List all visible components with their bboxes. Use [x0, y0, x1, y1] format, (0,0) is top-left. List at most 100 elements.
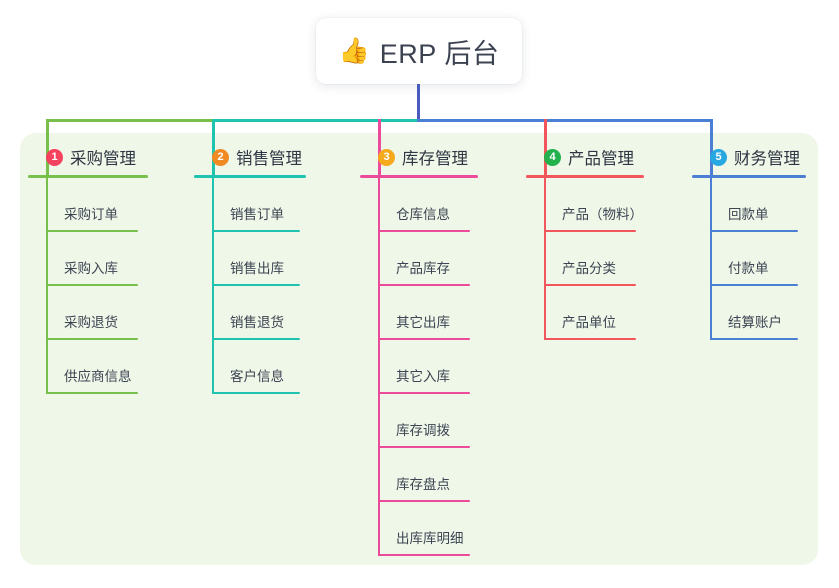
branch-underline [360, 175, 478, 178]
branch-item[interactable]: 出库库明细 [378, 502, 470, 556]
branch-item-list: 产品（物料） 产品分类产品单位 [544, 178, 643, 340]
branch-item-label: 销售订单 [230, 207, 284, 222]
branch-item-label: 付款单 [728, 261, 769, 276]
branch-item[interactable]: 客户信息 [212, 340, 300, 394]
branch-item-underline [46, 338, 138, 340]
branch-item-label: 销售出库 [230, 261, 284, 276]
branch-item[interactable]: 采购订单 [46, 178, 138, 232]
branch-item-label: 库存调拨 [396, 423, 450, 438]
connector-segment-2 [212, 119, 419, 122]
branch-item-underline [212, 338, 300, 340]
branch-item[interactable]: 付款单 [710, 232, 798, 286]
branch-item-underline [710, 284, 798, 286]
branch-item[interactable]: 库存盘点 [378, 448, 470, 502]
branch-number-badge: 2 [212, 148, 229, 166]
branch-item-underline [544, 338, 636, 340]
branch-item-underline [710, 230, 798, 232]
branch-item[interactable]: 回款单 [710, 178, 798, 232]
root-node[interactable]: 👍 ERP 后台 [316, 18, 522, 84]
branch-underline [194, 175, 306, 178]
branch-item-label: 结算账户 [728, 315, 782, 330]
branch-item-label: 产品库存 [396, 261, 450, 276]
branch-item-underline [378, 392, 470, 394]
branch-underline [28, 175, 148, 178]
branch-item-underline [378, 338, 470, 340]
branch-item-underline [46, 284, 138, 286]
branch-item-underline [378, 446, 470, 448]
branch-item-label: 其它入库 [396, 369, 450, 384]
branch-item-underline [378, 554, 470, 556]
branch-item[interactable]: 供应商信息 [46, 340, 138, 394]
branch-item[interactable]: 产品（物料） [544, 178, 643, 232]
branch-item[interactable]: 其它出库 [378, 286, 470, 340]
branch-header-1[interactable]: 1 采购管理 [28, 144, 154, 170]
connector-segment-3 [417, 119, 712, 122]
branch-item-underline [212, 284, 300, 286]
branch-underline [526, 175, 644, 178]
branch-item-underline [212, 230, 300, 232]
branch-item-underline [710, 338, 798, 340]
branch-spine [212, 178, 214, 394]
branch-item[interactable]: 销售出库 [212, 232, 300, 286]
root-title: ERP 后台 [379, 38, 500, 69]
branch-item-underline [544, 230, 636, 232]
branch-title: 销售管理 [236, 150, 302, 168]
branch-item-underline [46, 392, 138, 394]
branch-item-underline [378, 500, 470, 502]
branch-item-underline [46, 230, 138, 232]
branch-item-list: 仓库信息产品库存其它出库其它入库库存调拨库存盘点出库库明细 [378, 178, 470, 556]
branch-title: 采购管理 [70, 150, 136, 168]
branch-item[interactable]: 采购退货 [46, 286, 138, 340]
branch-item[interactable]: 销售订单 [212, 178, 300, 232]
branch-item[interactable]: 库存调拨 [378, 394, 470, 448]
connector-segment-1 [46, 119, 214, 122]
branch-item-underline [544, 284, 636, 286]
branch-header-2[interactable]: 2 销售管理 [194, 144, 314, 170]
branch-spine [710, 178, 712, 340]
branch-item-label: 采购退货 [64, 315, 118, 330]
branch-item-label: 库存盘点 [396, 477, 450, 492]
branch-item[interactable]: 产品库存 [378, 232, 470, 286]
branch-spine [378, 178, 380, 556]
branch-title: 产品管理 [568, 150, 634, 168]
branch-number-badge: 1 [46, 148, 63, 166]
branch-item[interactable]: 结算账户 [710, 286, 798, 340]
branch-item[interactable]: 仓库信息 [378, 178, 470, 232]
branch-item-label: 出库库明细 [396, 531, 464, 546]
branch-item[interactable]: 产品分类 [544, 232, 636, 286]
branch-underline [692, 175, 806, 178]
branch-item-underline [378, 230, 470, 232]
branch-item-label: 产品分类 [562, 261, 616, 276]
connector-drop-5 [710, 119, 713, 175]
branch-item[interactable]: 其它入库 [378, 340, 470, 394]
branch-item-label: 采购入库 [64, 261, 118, 276]
branch-item-label: 产品（物料） [562, 207, 643, 222]
branch-spine [544, 178, 546, 340]
branch-item-label: 采购订单 [64, 207, 118, 222]
branch-item-underline [212, 392, 300, 394]
branch-item-label: 回款单 [728, 207, 769, 222]
branch-item-underline [378, 284, 470, 286]
branch-number-badge: 3 [378, 148, 395, 166]
thumbs-up-icon: 👍 [338, 36, 370, 65]
connector-drop-4 [544, 119, 547, 175]
branch-item-list: 销售订单销售出库销售退货客户信息 [212, 178, 300, 394]
branch-item-label: 仓库信息 [396, 207, 450, 222]
branch-item[interactable]: 销售退货 [212, 286, 300, 340]
branch-item[interactable]: 采购入库 [46, 232, 138, 286]
branch-number-badge: 5 [710, 148, 727, 166]
branch-column-2: 2 销售管理销售订单销售出库销售退货客户信息 [194, 144, 314, 394]
branch-item-label: 客户信息 [230, 369, 284, 384]
branch-item-label: 产品单位 [562, 315, 616, 330]
branch-item[interactable]: 产品单位 [544, 286, 636, 340]
branch-item-label: 其它出库 [396, 315, 450, 330]
branch-item-label: 销售退货 [230, 315, 284, 330]
diagram-panel [20, 133, 818, 565]
